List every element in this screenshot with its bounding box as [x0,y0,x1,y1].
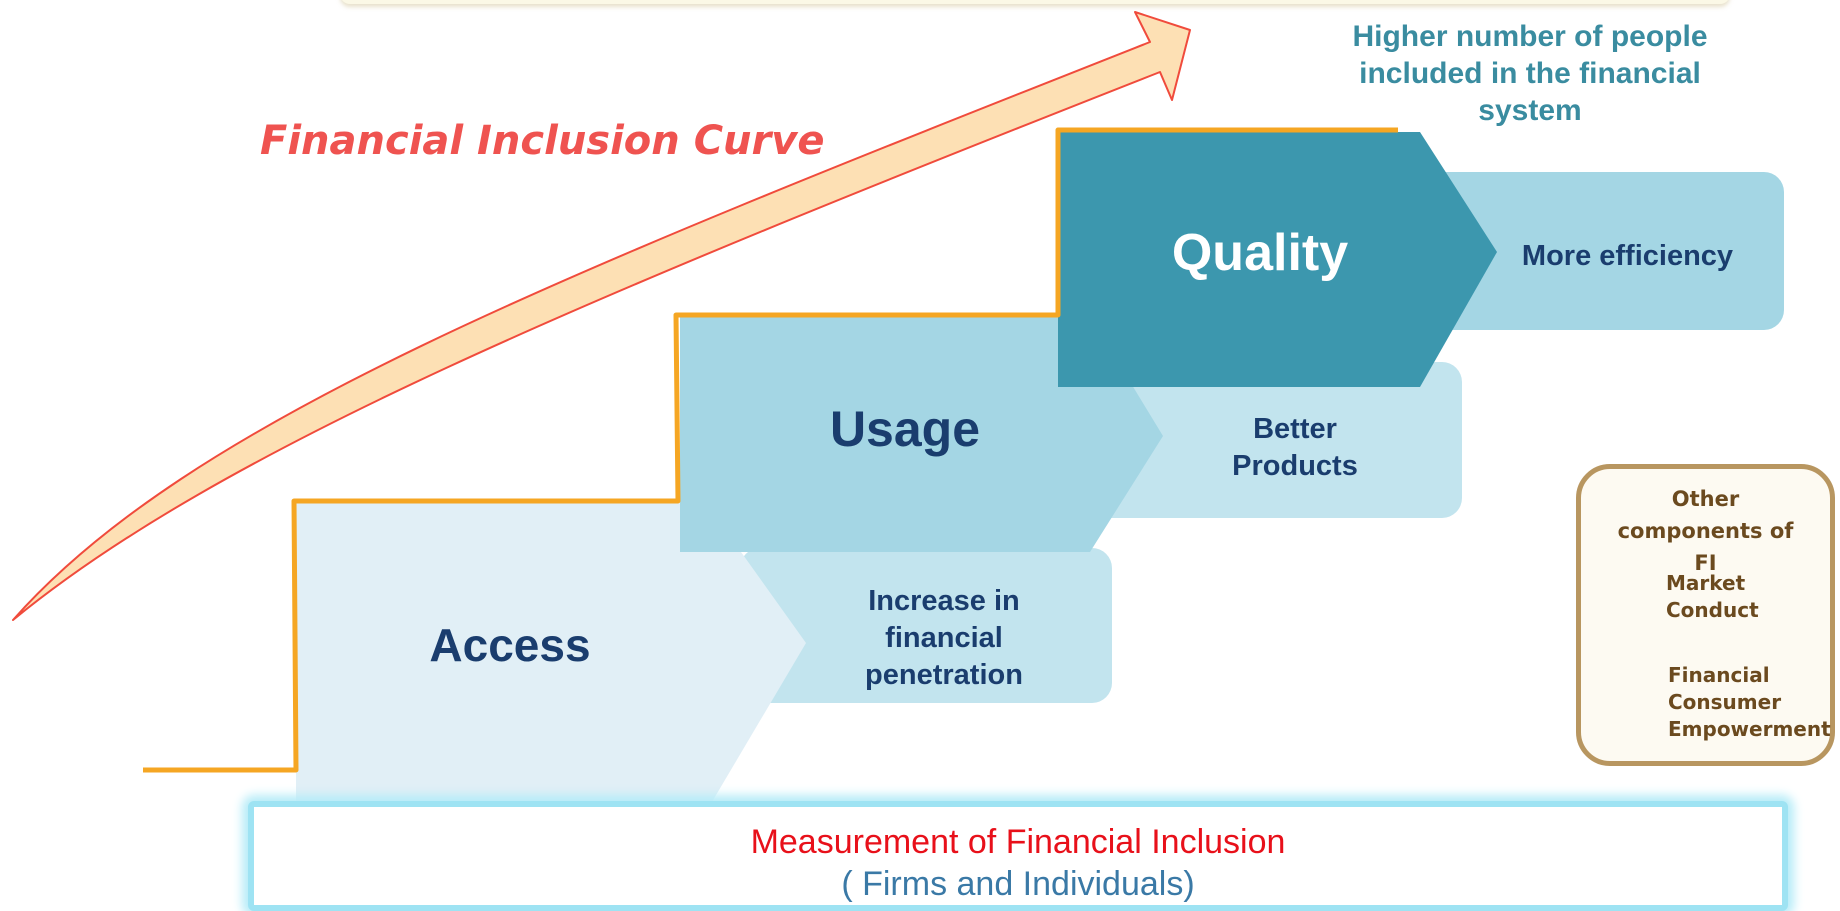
usage-outcome-box [1060,362,1462,518]
access-outcome-label: Increase in financial penetration [865,584,1023,691]
top-banner [340,0,1730,4]
quality-label: Quality [1171,224,1349,282]
quality-outcome-label: More efficiency [1521,239,1734,272]
usage-label: Usage [829,401,981,457]
usage-outcome-label: Better Products [1232,413,1358,482]
measurement-title: Measurement of Financial Inclusion [750,823,1286,861]
usage-chevron [680,316,1163,552]
consumer-empowerment-label: Financial Consumer Empowerment [1668,663,1831,741]
other-components-title: Other components of FI [1617,487,1794,575]
measurement-box: Measurement of Financial Inclusion ( Fir… [248,801,1788,911]
inclusion-curve-arrow [12,11,1191,621]
quality-outcome-box [1420,172,1784,330]
step-line [143,127,1398,773]
curve-label: Financial Inclusion Curve [260,118,825,164]
quality-chevron [1058,132,1497,387]
measurement-subtitle: ( Firms and Individuals) [841,865,1195,903]
access-label: Access [429,619,591,671]
access-chevron [296,503,806,812]
market-conduct-label: Market Conduct [1666,571,1759,622]
access-outcome-box [740,548,1112,703]
other-components-box: Other components of FI Market Conduct Fi… [1576,464,1835,766]
top-note: Higher number of people included in the … [1352,20,1708,127]
